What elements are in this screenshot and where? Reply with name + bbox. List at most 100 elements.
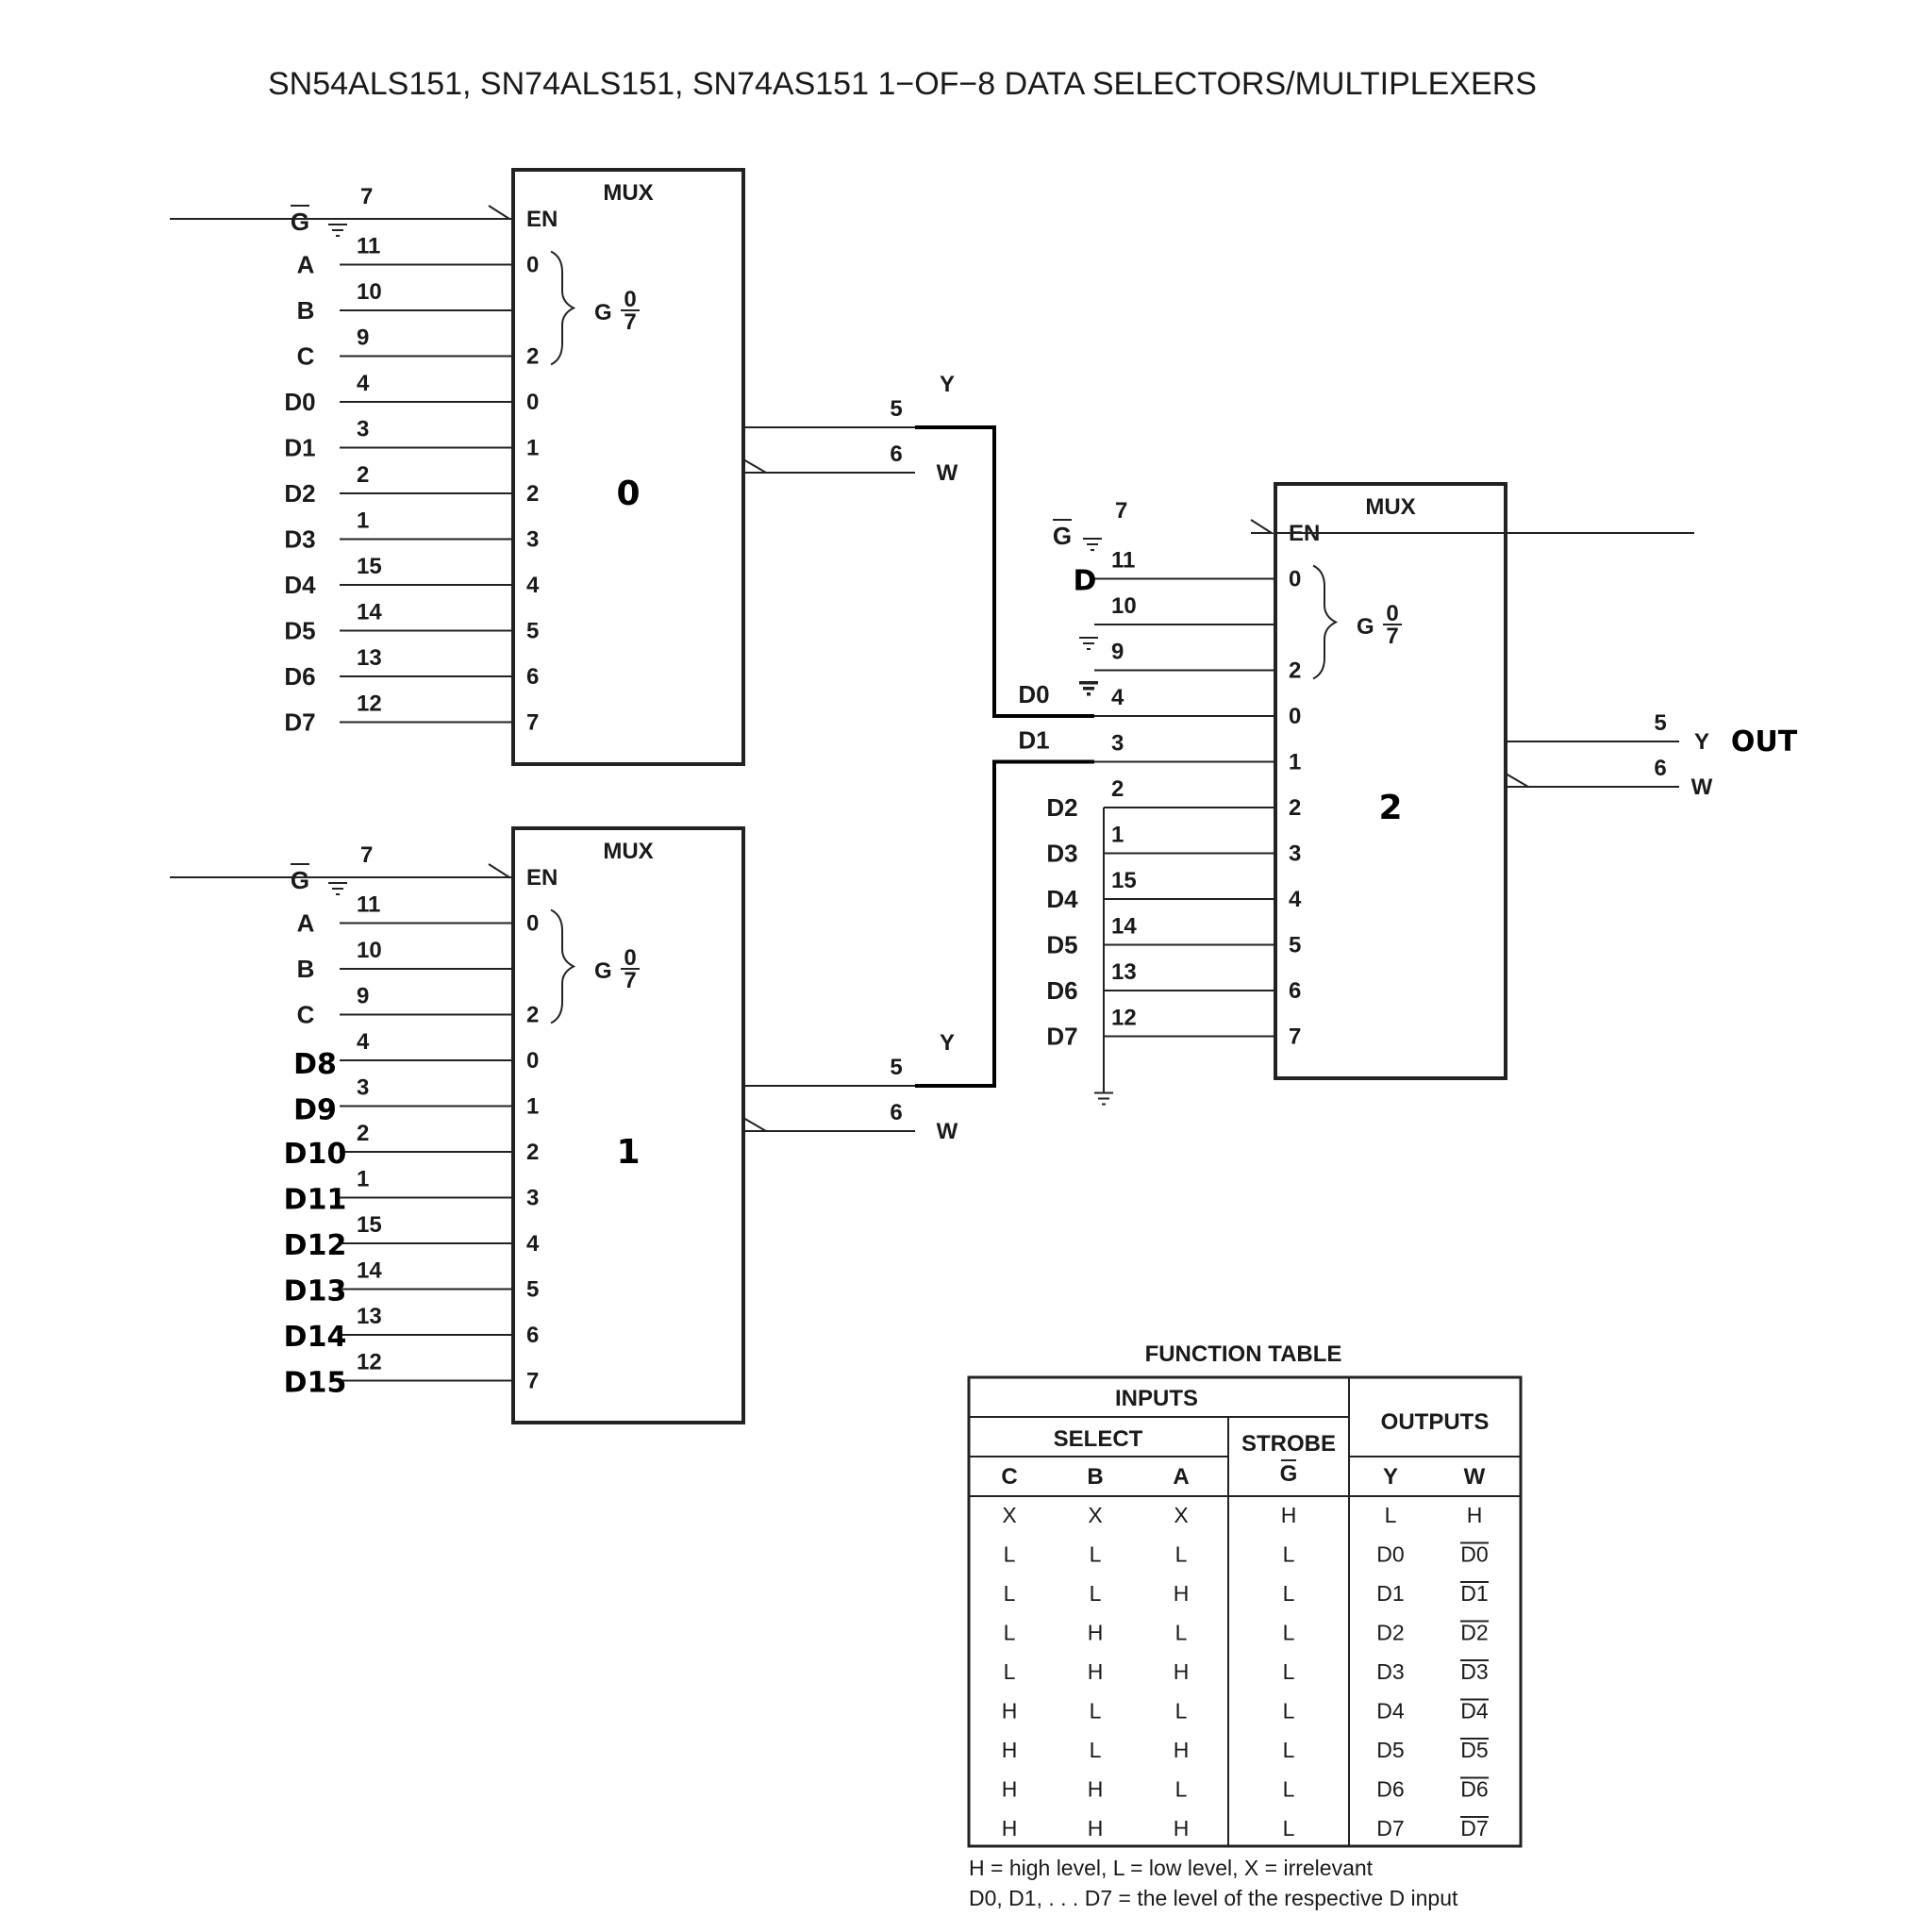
table-cell: D7 [1376,1816,1404,1840]
select-input-pin-0: 11 [357,892,380,918]
data-input-name-4: D12 [284,1229,347,1262]
data-pin-6: 6 [1289,978,1301,1004]
data-input-name-5: D5 [284,617,315,645]
select-pin-2: 2 [526,344,539,370]
table-cell: D3 [1460,1659,1488,1684]
select-input-name-1: B [297,955,315,983]
table-cell: D5 [1376,1738,1404,1762]
ground-icon [1083,538,1102,551]
outputs-header: OUTPUTS [1381,1409,1490,1435]
en-label: EN [526,865,558,891]
data-input-pin-2: 2 [357,462,369,488]
table-cell: D4 [1460,1699,1489,1724]
function-table: FUNCTION TABLE INPUTS SELECT STROBE G OU… [967,1341,1523,1910]
select-pin-2: 2 [1289,658,1301,684]
w-pin: 6 [1654,756,1666,781]
table-cell: H [1088,1816,1104,1840]
data-pin-6: 6 [526,664,539,690]
table-cell: L [1004,1542,1016,1567]
table-cell: H [1467,1503,1483,1527]
table-cell: L [1175,1542,1188,1567]
column-header-2: A [1173,1464,1189,1490]
table-cell: X [1088,1503,1102,1527]
data-pin-5: 5 [526,1277,539,1303]
data-input-pin-0: 4 [357,371,370,396]
function-table-title: FUNCTION TABLE [1145,1341,1342,1367]
select-input-name-0: A [297,251,315,279]
mux-block-1: MUX1EN02G0701234567G711A10B9C4D83D92D101… [170,826,958,1424]
inputs-header: INPUTS [1115,1386,1198,1411]
table-cell: D6 [1460,1777,1488,1802]
data-pin-3: 3 [526,1186,539,1211]
y-pin: 5 [890,1055,902,1080]
table-cell: H [1174,1816,1190,1840]
data-input-pin-1: 3 [1111,731,1124,757]
w-output-label: W [937,460,958,486]
data-input-pin-6: 13 [1111,959,1137,985]
data-input-name-3: D3 [1046,840,1077,868]
table-cell: H [1174,1659,1190,1684]
table-cell: L [1385,1503,1397,1527]
data-input-pin-3: 1 [357,508,369,534]
table-cell: H [1002,1816,1018,1840]
table-cell: H [1088,1777,1104,1802]
data-pin-1: 1 [526,436,539,461]
table-cell: L [1175,1621,1188,1645]
data-input-name-6: D6 [284,662,315,691]
data-input-name-6: D14 [284,1321,347,1354]
select-input-pin-2: 9 [1111,640,1124,665]
y-output-label: Y [1694,729,1709,755]
ground-icon [328,882,347,895]
data-pin-4: 4 [526,573,540,598]
data-input-pin-7: 12 [357,691,382,717]
table-cell: L [1175,1777,1188,1802]
select-brace [550,250,576,366]
data-pin-0: 0 [526,1048,539,1074]
data-input-pin-4: 15 [357,1212,382,1238]
en-triangle [488,863,513,878]
data-input-pin-6: 13 [357,1304,382,1329]
data-input-pin-3: 1 [1111,823,1124,848]
ground-icon [1079,682,1098,696]
data-pin-3: 3 [526,527,539,553]
table-cell: H [1002,1699,1018,1724]
select-input-name-0: D [1074,565,1097,598]
y-output-label: Y [940,372,955,397]
gbar-label: G [291,208,309,236]
data-pin-1: 1 [526,1094,539,1120]
data-pin-2: 2 [526,481,539,507]
ground-icon [1079,637,1098,650]
table-cell: L [1283,1659,1295,1684]
table-cell: D3 [1376,1659,1404,1684]
gbar-label: G [291,866,309,894]
data-input-name-1: D1 [1018,726,1049,755]
data-input-name-5: D5 [1046,931,1077,959]
select-input-pin-1: 10 [1111,593,1137,619]
data-input-name-4: D4 [284,571,316,599]
table-cell: L [1004,1581,1016,1606]
select-input-pin-0: 11 [357,234,380,259]
data-input-name-3: D3 [284,525,315,554]
mux-box [511,168,745,766]
data-input-name-2: D2 [284,479,315,508]
table-cell: L [1090,1699,1102,1724]
select-input-pin-1: 10 [357,938,382,963]
column-header-4: W [1464,1464,1486,1490]
column-header-3: Y [1383,1464,1398,1490]
strobe-sub: G [1280,1461,1298,1487]
data-input-pin-5: 14 [357,600,382,625]
data-input-pin-0: 4 [357,1029,370,1055]
data-pin-7: 7 [526,710,539,736]
data-input-name-3: D11 [284,1184,347,1217]
en-label: EN [526,207,558,232]
table-cell: L [1283,1699,1295,1724]
mux-label: MUX [1365,494,1415,520]
g-label: G [1357,614,1374,640]
select-input-pin-2: 9 [357,984,369,1009]
data-input-pin-5: 14 [357,1258,382,1284]
data-input-name-0: D0 [1018,680,1049,708]
table-cell: L [1090,1738,1102,1762]
data-input-pin-2: 2 [1111,776,1124,802]
data-pin-3: 3 [1289,841,1301,867]
